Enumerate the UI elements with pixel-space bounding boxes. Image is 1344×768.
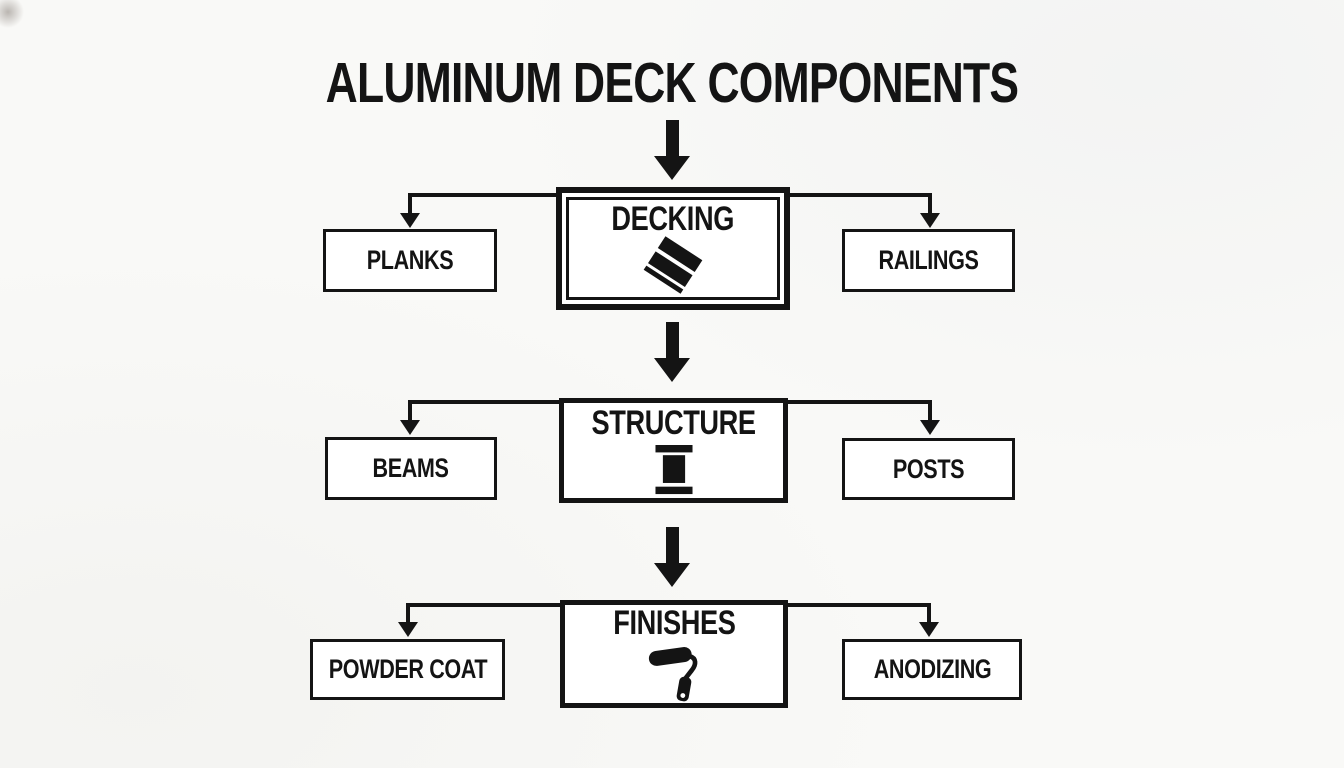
connector-structure-beams-vline — [408, 400, 412, 421]
diagram-title: ALUMINUM DECK COMPONENTS — [0, 50, 1344, 116]
beams-box: BEAMS — [325, 437, 497, 500]
arrow-shaft — [665, 322, 679, 358]
down-arrow-title-to-decking — [654, 120, 690, 180]
posts-box: POSTS — [842, 438, 1015, 500]
anodizing-label: ANODIZING — [873, 654, 991, 684]
planks-box: PLANKS — [323, 229, 497, 292]
connector-finishes-powdercoat-vline — [406, 603, 410, 623]
arrow-head — [654, 156, 690, 180]
planks-label: PLANKS — [366, 245, 454, 275]
structure-box: STRUCTURE — [559, 398, 788, 503]
connector-structure-beams-hline — [408, 400, 559, 404]
connector-structure-posts-arrowhead — [920, 420, 940, 435]
connector-structure-beams-arrowhead — [400, 420, 420, 435]
arrow-head — [654, 563, 690, 587]
connector-finishes-anodizing-arrowhead — [919, 622, 939, 637]
connector-decking-planks-vline — [408, 193, 412, 214]
finishes-label: FINISHES — [612, 603, 736, 642]
paint-roller-icon — [645, 645, 703, 703]
connector-finishes-anodizing-vline — [927, 603, 931, 623]
anodizing-box: ANODIZING — [842, 639, 1022, 700]
connector-finishes-powdercoat-hline — [406, 603, 560, 607]
connector-decking-railings-arrowhead — [920, 213, 940, 228]
connector-finishes-anodizing-hline — [786, 603, 931, 607]
down-arrow-decking-to-structure — [654, 322, 690, 382]
i-beam-icon — [653, 445, 695, 495]
decking-box: DECKING — [556, 187, 790, 310]
structure-label: STRUCTURE — [591, 404, 756, 442]
diagram-title-text: ALUMINUM DECK COMPONENTS — [325, 51, 1019, 115]
beams-label: BEAMS — [372, 453, 449, 483]
connector-structure-posts-hline — [786, 400, 932, 404]
arrow-shaft — [665, 120, 679, 156]
decking-label: DECKING — [611, 200, 735, 238]
arrow-shaft — [665, 527, 679, 563]
finishes-box: FINISHES — [560, 600, 788, 708]
railings-label: RAILINGS — [878, 245, 979, 275]
connector-decking-railings-vline — [928, 193, 932, 214]
powder-coat-box: POWDER COAT — [310, 639, 505, 700]
railings-box: RAILINGS — [842, 229, 1015, 292]
powder-coat-label: POWDER COAT — [328, 654, 487, 684]
connector-finishes-powdercoat-arrowhead — [398, 622, 418, 637]
connector-structure-posts-vline — [928, 400, 932, 421]
deck-planks-icon — [642, 236, 704, 295]
arrow-head — [654, 358, 690, 382]
connector-decking-planks-hline — [408, 193, 556, 197]
decking-box-inner: DECKING — [566, 197, 780, 300]
posts-label: POSTS — [892, 453, 965, 484]
connector-decking-planks-arrowhead — [400, 213, 420, 228]
down-arrow-structure-to-finishes — [654, 527, 690, 587]
connector-decking-railings-hline — [788, 193, 932, 197]
